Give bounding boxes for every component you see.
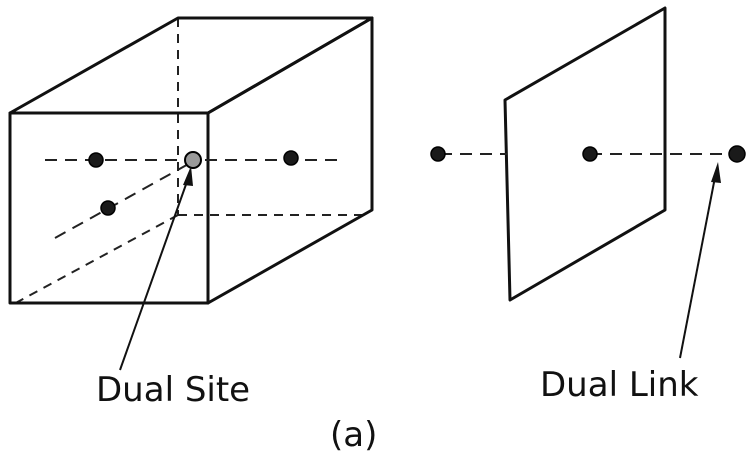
dual-site-label: Dual Site	[96, 370, 250, 410]
dual-link-arrow-shaft	[679, 171, 717, 359]
dual-site-depth-link	[54, 161, 193, 239]
plaquette	[503, 6, 667, 302]
dual-point-right	[283, 150, 299, 166]
panel-label: (a)	[330, 415, 377, 455]
dual-site-point	[184, 151, 202, 169]
dual-link-end-left	[430, 146, 446, 162]
dual-link-label: Dual Link	[540, 365, 699, 405]
cube-right-face	[206, 16, 374, 305]
dual-point-front	[100, 200, 116, 216]
dual-link-center-point	[582, 146, 598, 162]
cube	[8, 16, 374, 306]
dual-site-arrowhead	[183, 166, 193, 186]
dual-point-left	[88, 152, 104, 168]
dual-link-end-right	[728, 145, 746, 163]
cube-hidden-edge-diagonal	[11, 214, 179, 306]
dual-site-arrow-shaft	[119, 175, 190, 371]
dual-link-arrowhead	[711, 162, 721, 183]
cube-top-face	[8, 16, 374, 115]
